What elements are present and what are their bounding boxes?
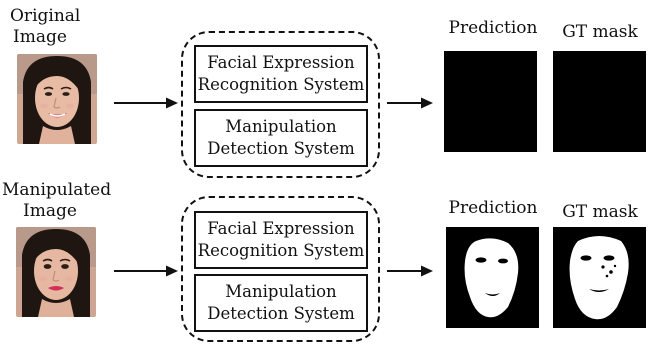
prediction-face-mask-shape <box>464 238 519 318</box>
manipulated-face-photo <box>16 227 96 317</box>
facial-expression-system-bottom-line2: Recognition System <box>197 241 365 260</box>
facial-expression-system-bottom-line1: Facial Expression <box>207 219 355 238</box>
facial-expression-system-bottom: Facial Expression Recognition System <box>194 211 368 269</box>
gt-mask-label-bottom: GT mask <box>562 202 638 222</box>
arrow-input-to-systems-bottom <box>114 265 178 277</box>
original-image-label-line2: Image <box>13 27 67 47</box>
original-face-illustration <box>17 54 97 144</box>
prediction-label-top: Prediction <box>448 18 538 38</box>
prediction-label-bottom: Prediction <box>448 198 538 218</box>
manipulation-detection-system-bottom-line2: Detection System <box>207 304 355 323</box>
manipulation-detection-system-bottom-line1: Manipulation <box>225 282 337 301</box>
manipulation-detection-system-top-line2: Detection System <box>207 139 355 158</box>
prediction-mask-bottom <box>446 227 539 328</box>
prediction-mask-top <box>444 51 537 152</box>
systems-group-top <box>181 31 380 178</box>
arrow-input-to-systems-top <box>114 97 178 109</box>
gt-face-mask-shape <box>569 236 629 320</box>
manipulated-face-illustration <box>16 227 96 317</box>
manipulated-image-label-line1: Manipulated <box>2 180 112 200</box>
manipulated-image-label: Manipulated Image <box>2 180 112 222</box>
gt-mask-top <box>553 51 646 152</box>
manipulation-detection-system-top: Manipulation Detection System <box>194 109 368 167</box>
gt-mask-bottom <box>553 227 646 328</box>
manipulation-detection-system-top-line1: Manipulation <box>225 117 337 136</box>
facial-expression-system-top: Facial Expression Recognition System <box>194 45 368 103</box>
manipulation-detection-system-bottom: Manipulation Detection System <box>194 274 368 332</box>
systems-group-bottom <box>181 196 380 342</box>
manipulated-image-label-line2: Image <box>23 201 77 221</box>
gt-mask-label-top: GT mask <box>562 22 638 42</box>
original-image-label: Original Image <box>10 6 81 48</box>
original-image-label-line1: Original <box>10 6 81 26</box>
original-face-photo <box>17 54 97 144</box>
arrow-systems-to-output-bottom <box>387 265 433 277</box>
facial-expression-system-top-line1: Facial Expression <box>207 53 355 72</box>
facial-expression-system-top-line2: Recognition System <box>197 75 365 94</box>
arrow-systems-to-output-top <box>387 97 433 109</box>
